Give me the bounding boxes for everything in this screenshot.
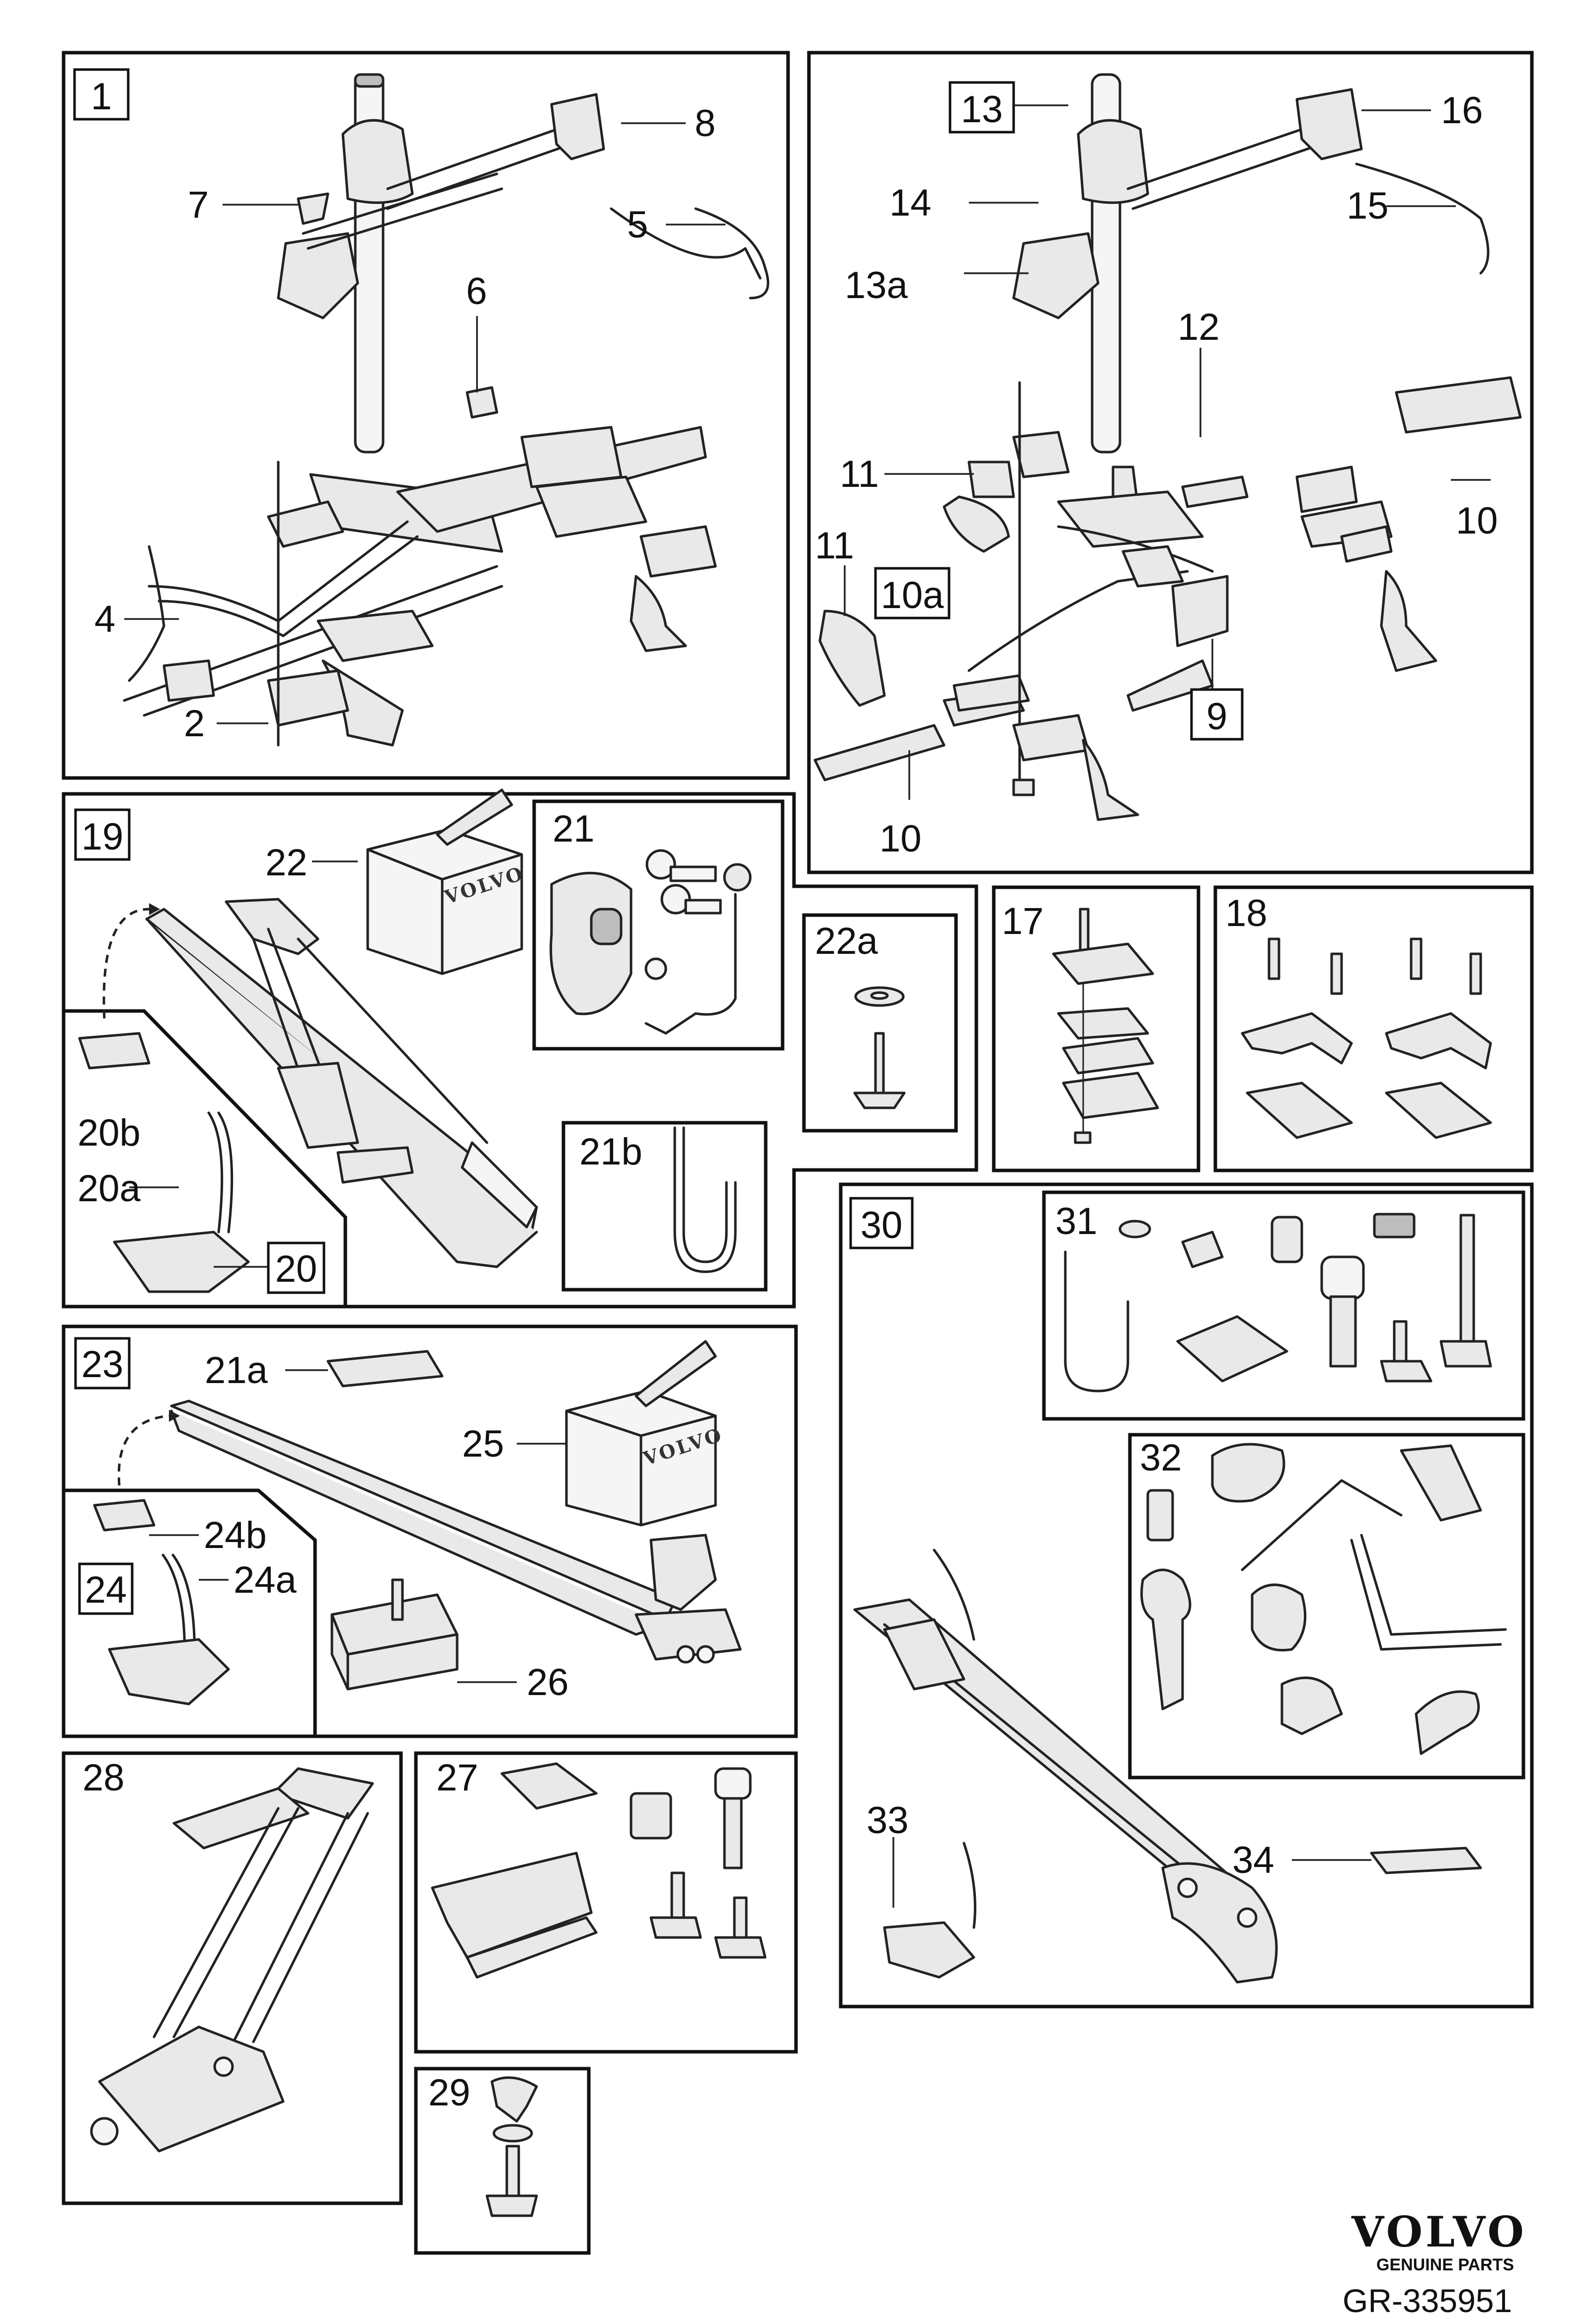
panel-id: 22a [815,920,878,962]
key-lock-kit [1140,1443,1507,1755]
adapter-plate [326,1350,444,1388]
document-ref: GR-335951 [1343,2282,1512,2319]
panel-30: 30 33 34 [849,1197,1482,1984]
callout: 11 [815,525,854,567]
callout: 13a [845,264,908,307]
callout: 10 [879,818,922,860]
panel-31: 31 [1055,1200,1492,1393]
panel-id: 21b [579,1131,642,1173]
callout: 6 [466,270,487,312]
wheel-tray-assembly-2 [93,1399,742,1705]
wheel-tray-assembly [78,898,538,1293]
panel-23: 23 VOLVO 21a [64,1337,742,1736]
panel-id: 13 [961,88,1003,131]
panel-id: 23 [81,1343,124,1386]
callout: 5 [627,204,648,246]
panel-id: 21 [553,808,595,850]
mounting-plate-kit [431,1762,767,1979]
panel-17: 17 [1002,900,1159,1144]
panel-id: 18 [1225,892,1268,934]
callout: 26 [527,1661,569,1704]
callout: 8 [695,102,716,145]
callout: 16 [1441,89,1483,132]
callout-boxed: 20 [275,1248,318,1290]
callout: 10 [1456,500,1498,542]
panel-frames [62,51,1534,2255]
bike-holder-assembly-2 [813,73,1522,821]
panel-id: 29 [428,2072,471,2114]
callout: 14 [889,182,932,224]
callout-boxed: 9 [1206,696,1227,738]
callout: 7 [188,184,209,226]
callout: 33 [867,1799,909,1842]
washer-and-bolt [853,986,906,1109]
brand-block: VOLVO GENUINE PARTS GR-335951 [1343,2207,1527,2319]
panel-id: 30 [861,1204,903,1246]
callout: 34 [1232,1839,1274,1881]
callout: 15 [1347,185,1389,227]
lock-kit [550,849,752,1035]
callout-boxed: 10a [881,574,945,617]
brand-logo: VOLVO [1351,2207,1527,2256]
callout: 4 [94,598,115,640]
panel-id: 28 [82,1757,125,1799]
roof-mount-holder [853,1549,1278,1984]
callout: 24a [234,1559,297,1601]
fork-mount-holder [90,1767,374,2153]
panel-id: 27 [436,1757,478,1799]
panel-21b: 21b [579,1126,737,1273]
panel-id: 1 [91,76,112,118]
panel-id: 17 [1002,900,1044,942]
panel-19: 19 VOLVO 22 20b [64,788,538,1307]
bike-holder-assembly [123,73,770,747]
callout: 11 [840,453,879,495]
panel-id: 19 [81,816,124,858]
panel-21: 21 [550,808,752,1035]
callout-boxed: 24 [85,1569,127,1611]
panel-22a: 22a [815,920,906,1109]
carton-box: VOLVO [366,788,527,975]
carton-box-2: VOLVO [565,1340,726,1527]
callout: 24b [204,1514,267,1556]
panel-1: 1 [73,68,770,747]
brand-tagline: GENUINE PARTS [1376,2255,1514,2274]
callout: 2 [184,702,205,745]
knob-and-bolt [485,2076,538,2217]
callout: 25 [462,1423,504,1465]
clamp-pads [1241,937,1492,1139]
panel-32: 32 [1140,1437,1507,1755]
panel-18: 18 [1225,892,1492,1139]
panel-id: 31 [1055,1200,1098,1242]
panel-id: 32 [1140,1437,1182,1479]
callout: 20a [78,1167,141,1210]
u-bolt [673,1126,737,1273]
callout: 20b [78,1112,141,1154]
fastener-kit [1064,1213,1492,1393]
callout: 12 [1178,306,1220,348]
clamp-set [1052,908,1159,1144]
panel-28: 28 [82,1757,374,2153]
panel-27: 27 [431,1757,767,1979]
adapter-plate [1370,1847,1482,1874]
callout: 22 [265,842,308,884]
panel-13: 13 [813,73,1522,860]
callout: 21a [205,1349,268,1392]
panel-29: 29 [428,2072,538,2217]
